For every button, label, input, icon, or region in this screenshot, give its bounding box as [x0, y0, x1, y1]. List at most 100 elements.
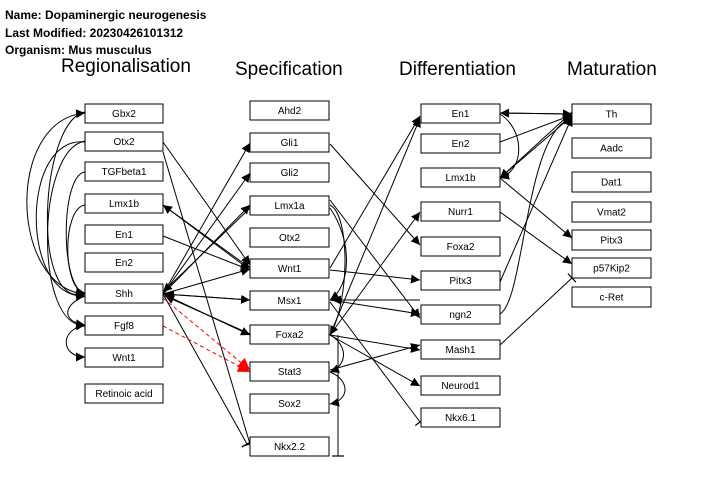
- edge-shh-wnt1: [162, 267, 251, 295]
- node-lmx1b-r: Lmx1b: [84, 193, 164, 214]
- node-label: Stat3: [278, 367, 302, 378]
- node-box: [420, 167, 501, 188]
- edge-pitx3-th: [499, 116, 573, 283]
- node-en2-d: En2: [420, 133, 501, 154]
- node-box: [84, 315, 164, 336]
- last-modified: Last Modified: 20230426101312: [5, 26, 184, 40]
- node-box: [84, 131, 164, 152]
- node-label: Vmat2: [597, 208, 626, 219]
- node-label: Wnt1: [112, 353, 136, 364]
- edge-en2-th: [499, 113, 573, 143]
- edge-shh-stat3-dashed: [162, 297, 251, 371]
- edge-lmx1b-shh: [67, 204, 86, 297]
- edge-otx2-shh: [35, 141, 86, 302]
- node-box: [84, 347, 164, 368]
- edge-gbx2-shh: [47, 111, 86, 301]
- node-box: [571, 103, 652, 125]
- edge-stat3-sox2: [329, 371, 346, 407]
- node-box: [84, 103, 164, 124]
- edge-th-lmx1b: [499, 111, 573, 179]
- node-label: Th: [606, 110, 618, 121]
- edge-shh-gli1: [162, 142, 251, 295]
- edge-en1-wnt1: [162, 235, 251, 271]
- node-nkx61: Nkx6.1: [420, 407, 501, 428]
- node-lmx1b-d: Lmx1b: [420, 167, 501, 188]
- node-shh: Shh: [84, 283, 164, 304]
- node-box: [84, 283, 164, 304]
- node-gli2: Gli2: [249, 162, 330, 183]
- node-box: [571, 137, 652, 159]
- node-box: [571, 286, 652, 308]
- node-box: [84, 193, 164, 214]
- edge-en1-lmx1b: [499, 113, 520, 180]
- node-box: [249, 324, 330, 345]
- edge-foxa2-neurod1: [329, 334, 421, 387]
- edge-msx1-ngn2: [329, 299, 421, 318]
- node-th: Th: [571, 103, 652, 125]
- node-gbx2: Gbx2: [84, 103, 164, 124]
- node-box: [571, 229, 652, 251]
- node-label: En1: [115, 230, 133, 241]
- node-box: [571, 201, 652, 223]
- node-label: Mash1: [445, 345, 475, 356]
- node-label: c-Ret: [600, 293, 624, 304]
- edge-shh-fgf8: [67, 295, 86, 329]
- node-label: Ahd2: [278, 106, 302, 117]
- node-label: En2: [452, 139, 470, 150]
- edge-foxa2-en1: [329, 117, 421, 336]
- node-box: [420, 339, 501, 360]
- node-msx1: Msx1: [249, 290, 330, 311]
- node-ngn2: ngn2: [420, 304, 501, 325]
- node-en1-r: En1: [84, 224, 164, 245]
- edge-shh-nkx22: [162, 293, 253, 448]
- node-wnt1-r: Wnt1: [84, 347, 164, 368]
- node-box: [420, 375, 501, 396]
- stage-regionalisation: Regionalisation: [61, 56, 191, 77]
- edge-lmx1a-shh: [162, 207, 251, 293]
- edge-otx2-wnt1: [162, 141, 251, 266]
- node-pitx3-m: Pitx3: [571, 229, 652, 251]
- node-pitx3-d: Pitx3: [420, 270, 501, 291]
- node-box: [571, 171, 652, 193]
- node-tgfbeta1: TGFbeta1: [84, 161, 164, 182]
- edge-wnt1-en1: [329, 115, 421, 269]
- edge-lmx1b-pitx3: [499, 177, 573, 239]
- node-label: p57Kip2: [593, 264, 630, 275]
- edge-foxa2-shh: [164, 295, 251, 335]
- edge-fgf8-stat3-dashed: [162, 325, 251, 373]
- edge-wnt1-lmx1b: [162, 204, 251, 271]
- edge-wnt1-pitx3: [329, 269, 421, 284]
- node-box: [84, 252, 164, 273]
- node-label: En2: [115, 258, 133, 269]
- edge-fgf8-wnt1: [65, 325, 86, 362]
- node-box: [249, 361, 330, 382]
- node-label: Wnt1: [278, 264, 302, 275]
- edge-foxa2-mash1: [329, 334, 421, 353]
- node-mash1: Mash1: [420, 339, 501, 360]
- edge-foxa2-nurr1: [329, 211, 421, 336]
- edge-msx1-shh: [164, 290, 251, 301]
- node-label: Msx1: [278, 296, 302, 307]
- edge-lmx1a-ngn2: [329, 199, 421, 319]
- node-box: [249, 436, 330, 457]
- node-fgf8: Fgf8: [84, 315, 164, 336]
- node-box: [249, 393, 330, 414]
- node-label: Gli1: [281, 138, 299, 149]
- node-box: [420, 407, 501, 428]
- stage-specification: Specification: [235, 59, 343, 80]
- node-label: Neurod1: [441, 381, 480, 392]
- node-box: [249, 258, 330, 279]
- edge-msx1-nkx61: [329, 301, 426, 427]
- node-box: [249, 162, 330, 183]
- edge-gli1-foxa2: [329, 143, 421, 246]
- node-vmat2: Vmat2: [571, 201, 652, 223]
- node-label: Foxa2: [276, 330, 304, 341]
- node-foxa2-s: Foxa2: [249, 324, 330, 345]
- node-label: TGFbeta1: [101, 167, 146, 178]
- edge-shh-gbx2: [26, 109, 86, 295]
- node-label: Dat1: [601, 178, 623, 189]
- node-box: [420, 270, 501, 291]
- node-box: [249, 100, 330, 121]
- node-ahd2: Ahd2: [249, 100, 330, 121]
- node-label: Lmx1b: [109, 199, 139, 210]
